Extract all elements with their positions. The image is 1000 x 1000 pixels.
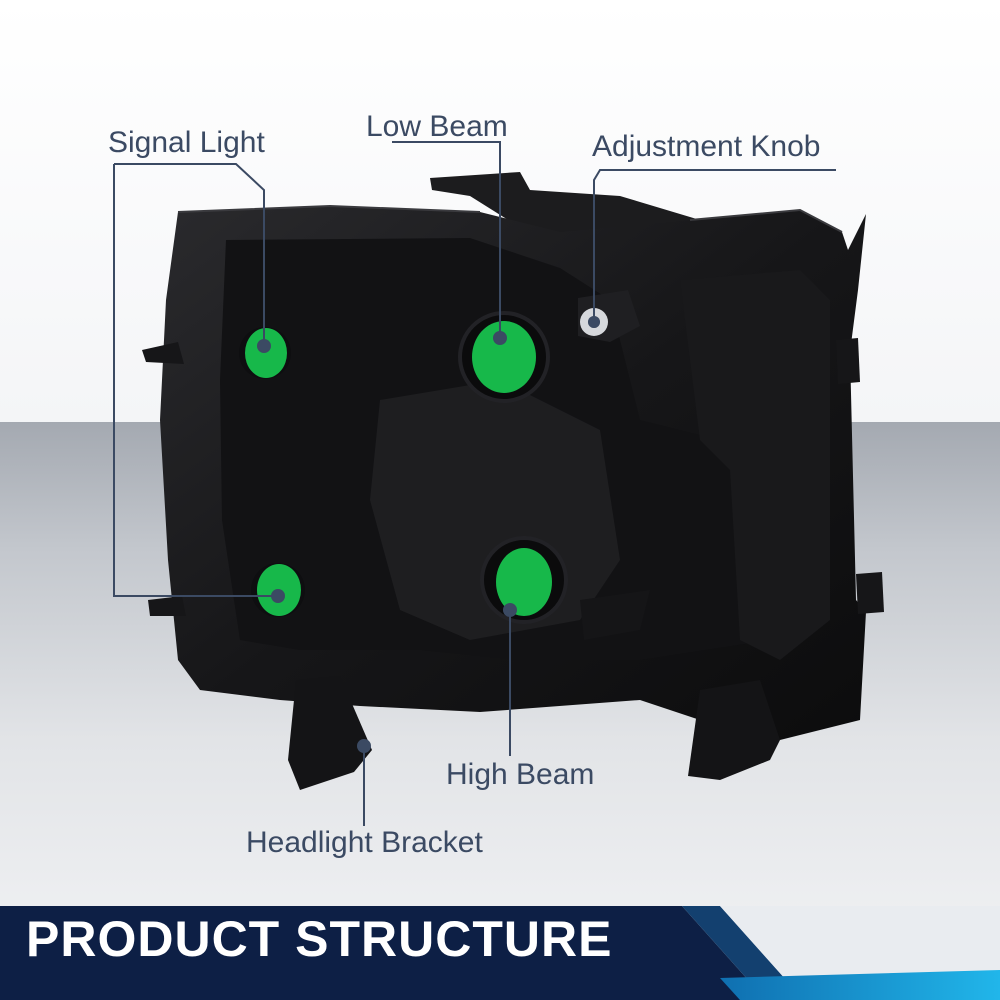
- dot-low-beam: [493, 331, 507, 345]
- leader-low-beam: [392, 141, 501, 338]
- signal-light-socket-upper: [239, 327, 291, 379]
- headlight-bracket-left: [288, 676, 372, 790]
- dot-high-beam: [503, 603, 517, 617]
- dot-headlight-bracket: [357, 739, 371, 753]
- high-beam-label: High Beam: [446, 758, 595, 791]
- leader-signal-upper: [114, 163, 265, 344]
- low-beam-label: Low Beam: [366, 110, 508, 143]
- headlight-bracket-right: [688, 680, 780, 780]
- signal-light-label: Signal Light: [108, 126, 265, 159]
- dot-signal-upper: [257, 339, 271, 353]
- low-beam-socket: [458, 311, 550, 403]
- leader-dots: [257, 316, 600, 753]
- dot-adjustment-knob: [588, 316, 600, 328]
- leader-adjustment-knob: [593, 169, 836, 320]
- leader-lines: [113, 141, 836, 826]
- leader-signal-lower: [113, 164, 278, 597]
- dot-signal-lower: [271, 589, 285, 603]
- product-structure-banner: [0, 906, 1000, 1000]
- high-beam-socket: [480, 536, 568, 624]
- banner-title: PRODUCT STRUCTURE: [26, 911, 613, 967]
- adjustment-knob-label: Adjustment Knob: [592, 130, 821, 163]
- headlight-housing: [142, 172, 884, 790]
- headlight-bracket-label: Headlight Bracket: [246, 826, 483, 859]
